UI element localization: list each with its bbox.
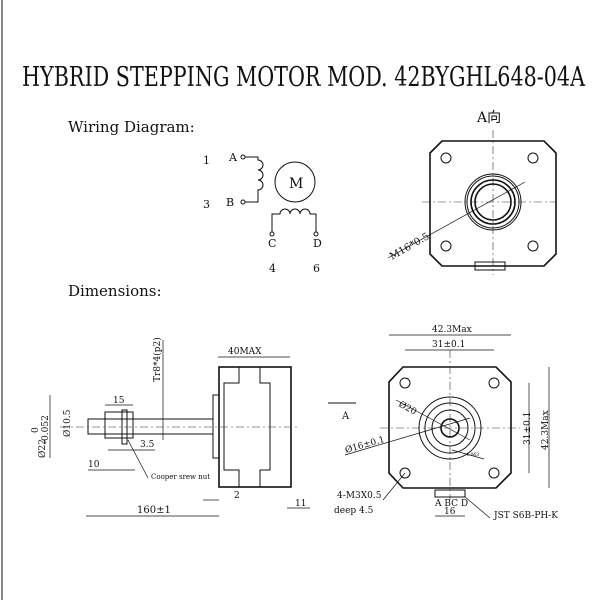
dim-3-5: 3.5: [140, 440, 155, 450]
dim-dia16: Ø16±0.1: [344, 434, 386, 456]
side-view: 40MAX Tr8*4(p2) 0 -0.052 Ø22 Ø10.5 15 3.…: [31, 337, 310, 517]
pin-number: 4: [269, 262, 276, 275]
dim-height: 42.3Max: [541, 410, 551, 450]
pin-number: 6: [313, 262, 320, 275]
dim-10: 10: [88, 460, 100, 470]
dim-length: 40MAX: [228, 347, 262, 357]
drawing-title: HYBRID STEPPING MOTOR MOD. 42BYGHL648-04…: [22, 62, 585, 93]
coil-cd: [271, 208, 317, 232]
small-holes-label: 4-M3: [466, 452, 479, 458]
pin-letter: C: [268, 237, 276, 250]
connector-pins: A BC D: [434, 499, 468, 509]
dim-spacing-h: 31±0.1: [432, 340, 465, 350]
dim-11: 11: [295, 499, 306, 509]
nut-label: Cooper srew nut: [151, 473, 210, 481]
pin-letter: A: [228, 151, 238, 164]
connector: [434, 489, 466, 498]
thread-label: M16*0.5: [388, 231, 431, 262]
pin-number: 1: [203, 154, 210, 167]
dimensions-heading: Dimensions:: [68, 282, 162, 300]
view-a-label: A向: [476, 110, 501, 126]
dim-total: 160±1: [137, 505, 171, 516]
dim-dia20: Ø20: [397, 399, 419, 418]
motor-symbol: [274, 161, 316, 203]
nut: [104, 411, 134, 439]
tol-lower: -0.052: [41, 415, 51, 444]
wiring-diagram: 1 A 3 B M C D 4 6: [203, 151, 322, 275]
pin-number: 3: [203, 198, 210, 211]
dim-spacing-v: 31±0.1: [523, 412, 533, 445]
coil-ab: [245, 156, 264, 203]
dim-pilot: Ø22: [37, 439, 48, 458]
pin-letter: B: [226, 196, 234, 209]
depth-label: deep 4.5: [334, 506, 374, 516]
dim-nut-dia: Ø10.5: [62, 409, 73, 437]
tol-upper: 0: [31, 427, 41, 433]
section-marker: A: [341, 411, 350, 422]
dim-thread: Tr8*4(p2): [152, 337, 163, 382]
dim-connector: 16: [444, 507, 456, 517]
pin-letter: D: [313, 237, 322, 250]
connector: [474, 261, 506, 271]
connector-label: JST S6B-PH-K: [493, 511, 558, 521]
front-view: 42.3Max 31±0.1 31±0.1 42.3Max Ø20 Ø16±0.…: [334, 325, 558, 521]
dim-nut-len: 15: [113, 396, 125, 406]
view-a: A向 M16*0.5: [387, 110, 557, 275]
wiring-heading: Wiring Diagram:: [68, 118, 195, 136]
dim-2: 2: [234, 491, 240, 501]
lead-screw: [87, 418, 214, 435]
dim-width: 42.3Max: [432, 325, 472, 335]
mount-holes-label: 4-M3X0.5: [337, 491, 382, 501]
motor-label: M: [289, 176, 303, 192]
